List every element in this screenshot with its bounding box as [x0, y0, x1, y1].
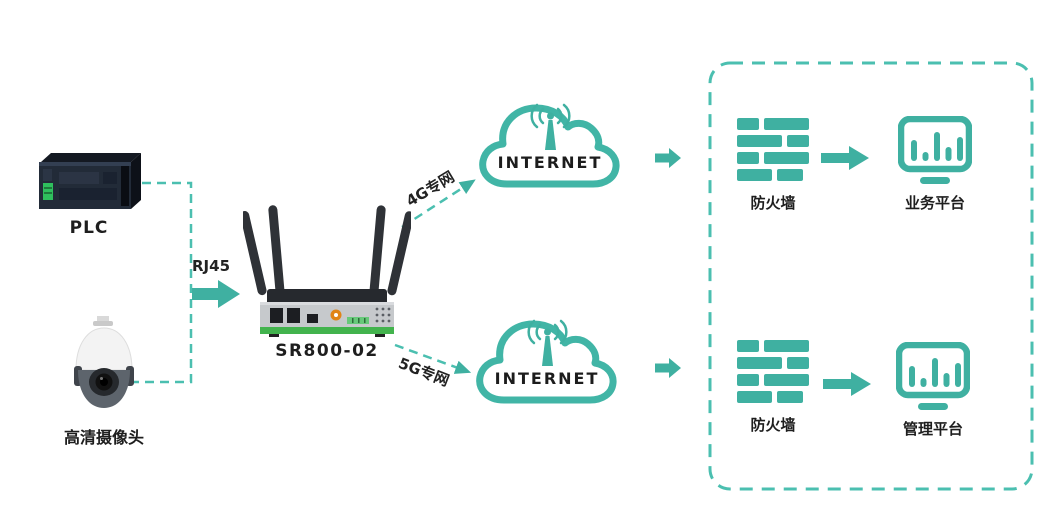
wireless-router-icon — [243, 205, 411, 337]
rj45-link-label: RJ45 — [192, 257, 231, 275]
platform-label: 业务平台 — [904, 194, 965, 212]
arrow-right-icon — [823, 372, 871, 396]
wan-4g-dashed-arrow-icon — [401, 179, 476, 229]
antenna-signal-icon — [527, 319, 568, 366]
cloud-icon — [479, 103, 620, 188]
firewall-node-top: 防火墙 — [736, 118, 810, 213]
arrow-right-icon — [821, 146, 869, 170]
internet-label: INTERNET — [494, 369, 600, 388]
internet-label: INTERNET — [497, 153, 603, 172]
ptz-camera-icon — [74, 316, 134, 408]
monitor-chart-icon — [898, 116, 972, 184]
arrow-right-icon — [655, 358, 681, 378]
camera-label: 高清摄像头 — [63, 428, 144, 447]
monitor-chart-icon — [896, 342, 970, 410]
router-label: SR800-02 — [275, 341, 379, 361]
firewall-node-bottom: 防火墙 — [736, 340, 810, 435]
firewall-brick-icon — [737, 340, 809, 403]
plc-label: PLC — [69, 218, 109, 238]
cloud-icon — [476, 319, 617, 404]
plc-node: PLC — [30, 150, 148, 238]
firewall-brick-icon — [737, 118, 809, 181]
internet-cloud-bottom: INTERNET — [473, 312, 621, 414]
arrow-right-icon — [655, 148, 681, 168]
plc-device-icon — [39, 153, 141, 209]
platform-label: 管理平台 — [902, 420, 963, 438]
firewall-label: 防火墙 — [750, 194, 796, 212]
camera-node: 高清摄像头 — [54, 316, 154, 448]
router-node: SR800-02 — [243, 205, 411, 361]
platform-node-top: 业务平台 — [897, 116, 973, 213]
rj45-arrow-icon — [192, 280, 240, 308]
wan-5g-dashed-arrow-icon — [394, 343, 472, 374]
internet-cloud-top: INTERNET — [476, 96, 624, 198]
secure-zone-box — [708, 61, 1034, 491]
firewall-label: 防火墙 — [750, 416, 796, 434]
platform-node-bottom: 管理平台 — [895, 342, 971, 439]
antenna-signal-icon — [530, 103, 571, 150]
